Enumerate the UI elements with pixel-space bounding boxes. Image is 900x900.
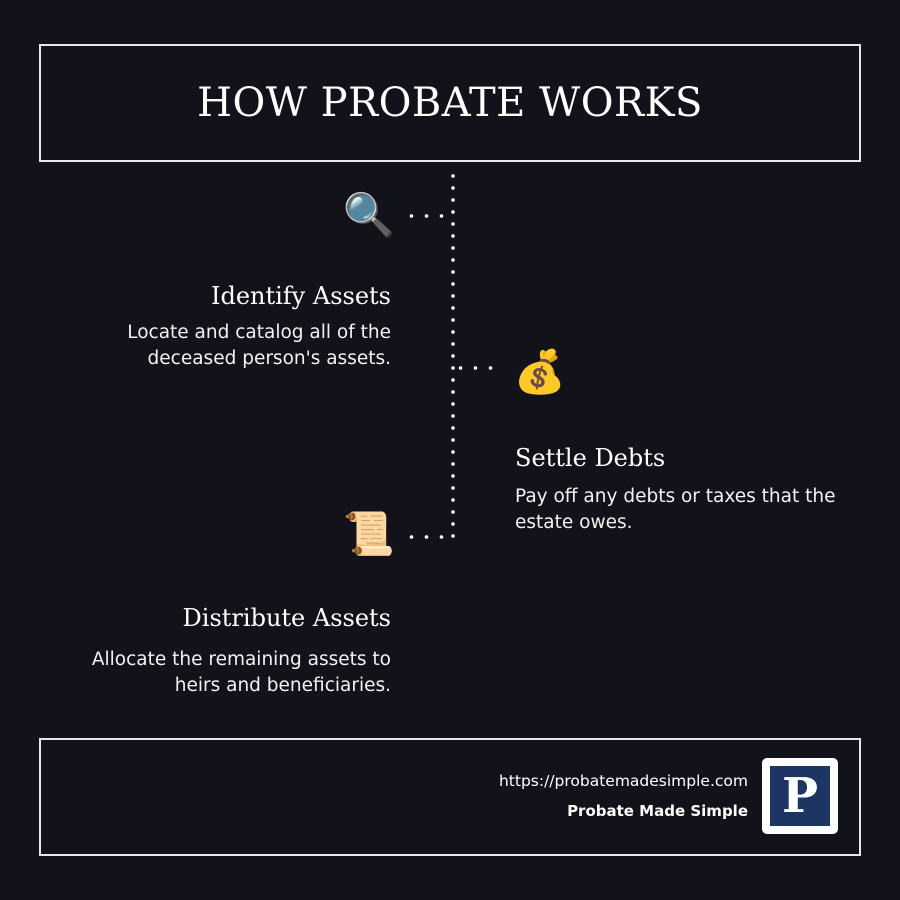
step-title-settle-debts: Settle Debts <box>515 444 666 472</box>
scroll-icon: 📜 <box>342 510 396 557</box>
step-title-distribute-assets: Distribute Assets <box>182 604 391 632</box>
website-link[interactable]: https://probatemadesimple.com <box>498 772 748 790</box>
step-desc-identify-assets: Locate and catalog all of the deceased p… <box>127 322 391 369</box>
header-box: HOW PROBATE WORKS <box>39 44 861 162</box>
timeline-line <box>450 170 456 542</box>
page-title: HOW PROBATE WORKS <box>197 80 703 126</box>
step-desc-settle-debts: Pay off any debts or taxes that the esta… <box>515 486 836 533</box>
logo-badge: P <box>770 766 830 826</box>
magnifying-glass-icon: 🔍 <box>342 191 396 238</box>
connector-step-1 <box>404 213 454 219</box>
brand-logo: P <box>762 758 838 834</box>
connector-step-2 <box>453 365 503 371</box>
step-desc-distribute-assets: Allocate the remaining assets to heirs a… <box>91 649 391 696</box>
brand-name: Probate Made Simple <box>567 802 748 820</box>
money-bag-icon: 💰 <box>513 348 567 395</box>
footer-box: https://probatemadesimple.com Probate Ma… <box>39 738 861 856</box>
connector-step-3 <box>404 534 454 540</box>
step-title-identify-assets: Identify Assets <box>210 282 391 310</box>
logo-letter: P <box>781 768 819 824</box>
